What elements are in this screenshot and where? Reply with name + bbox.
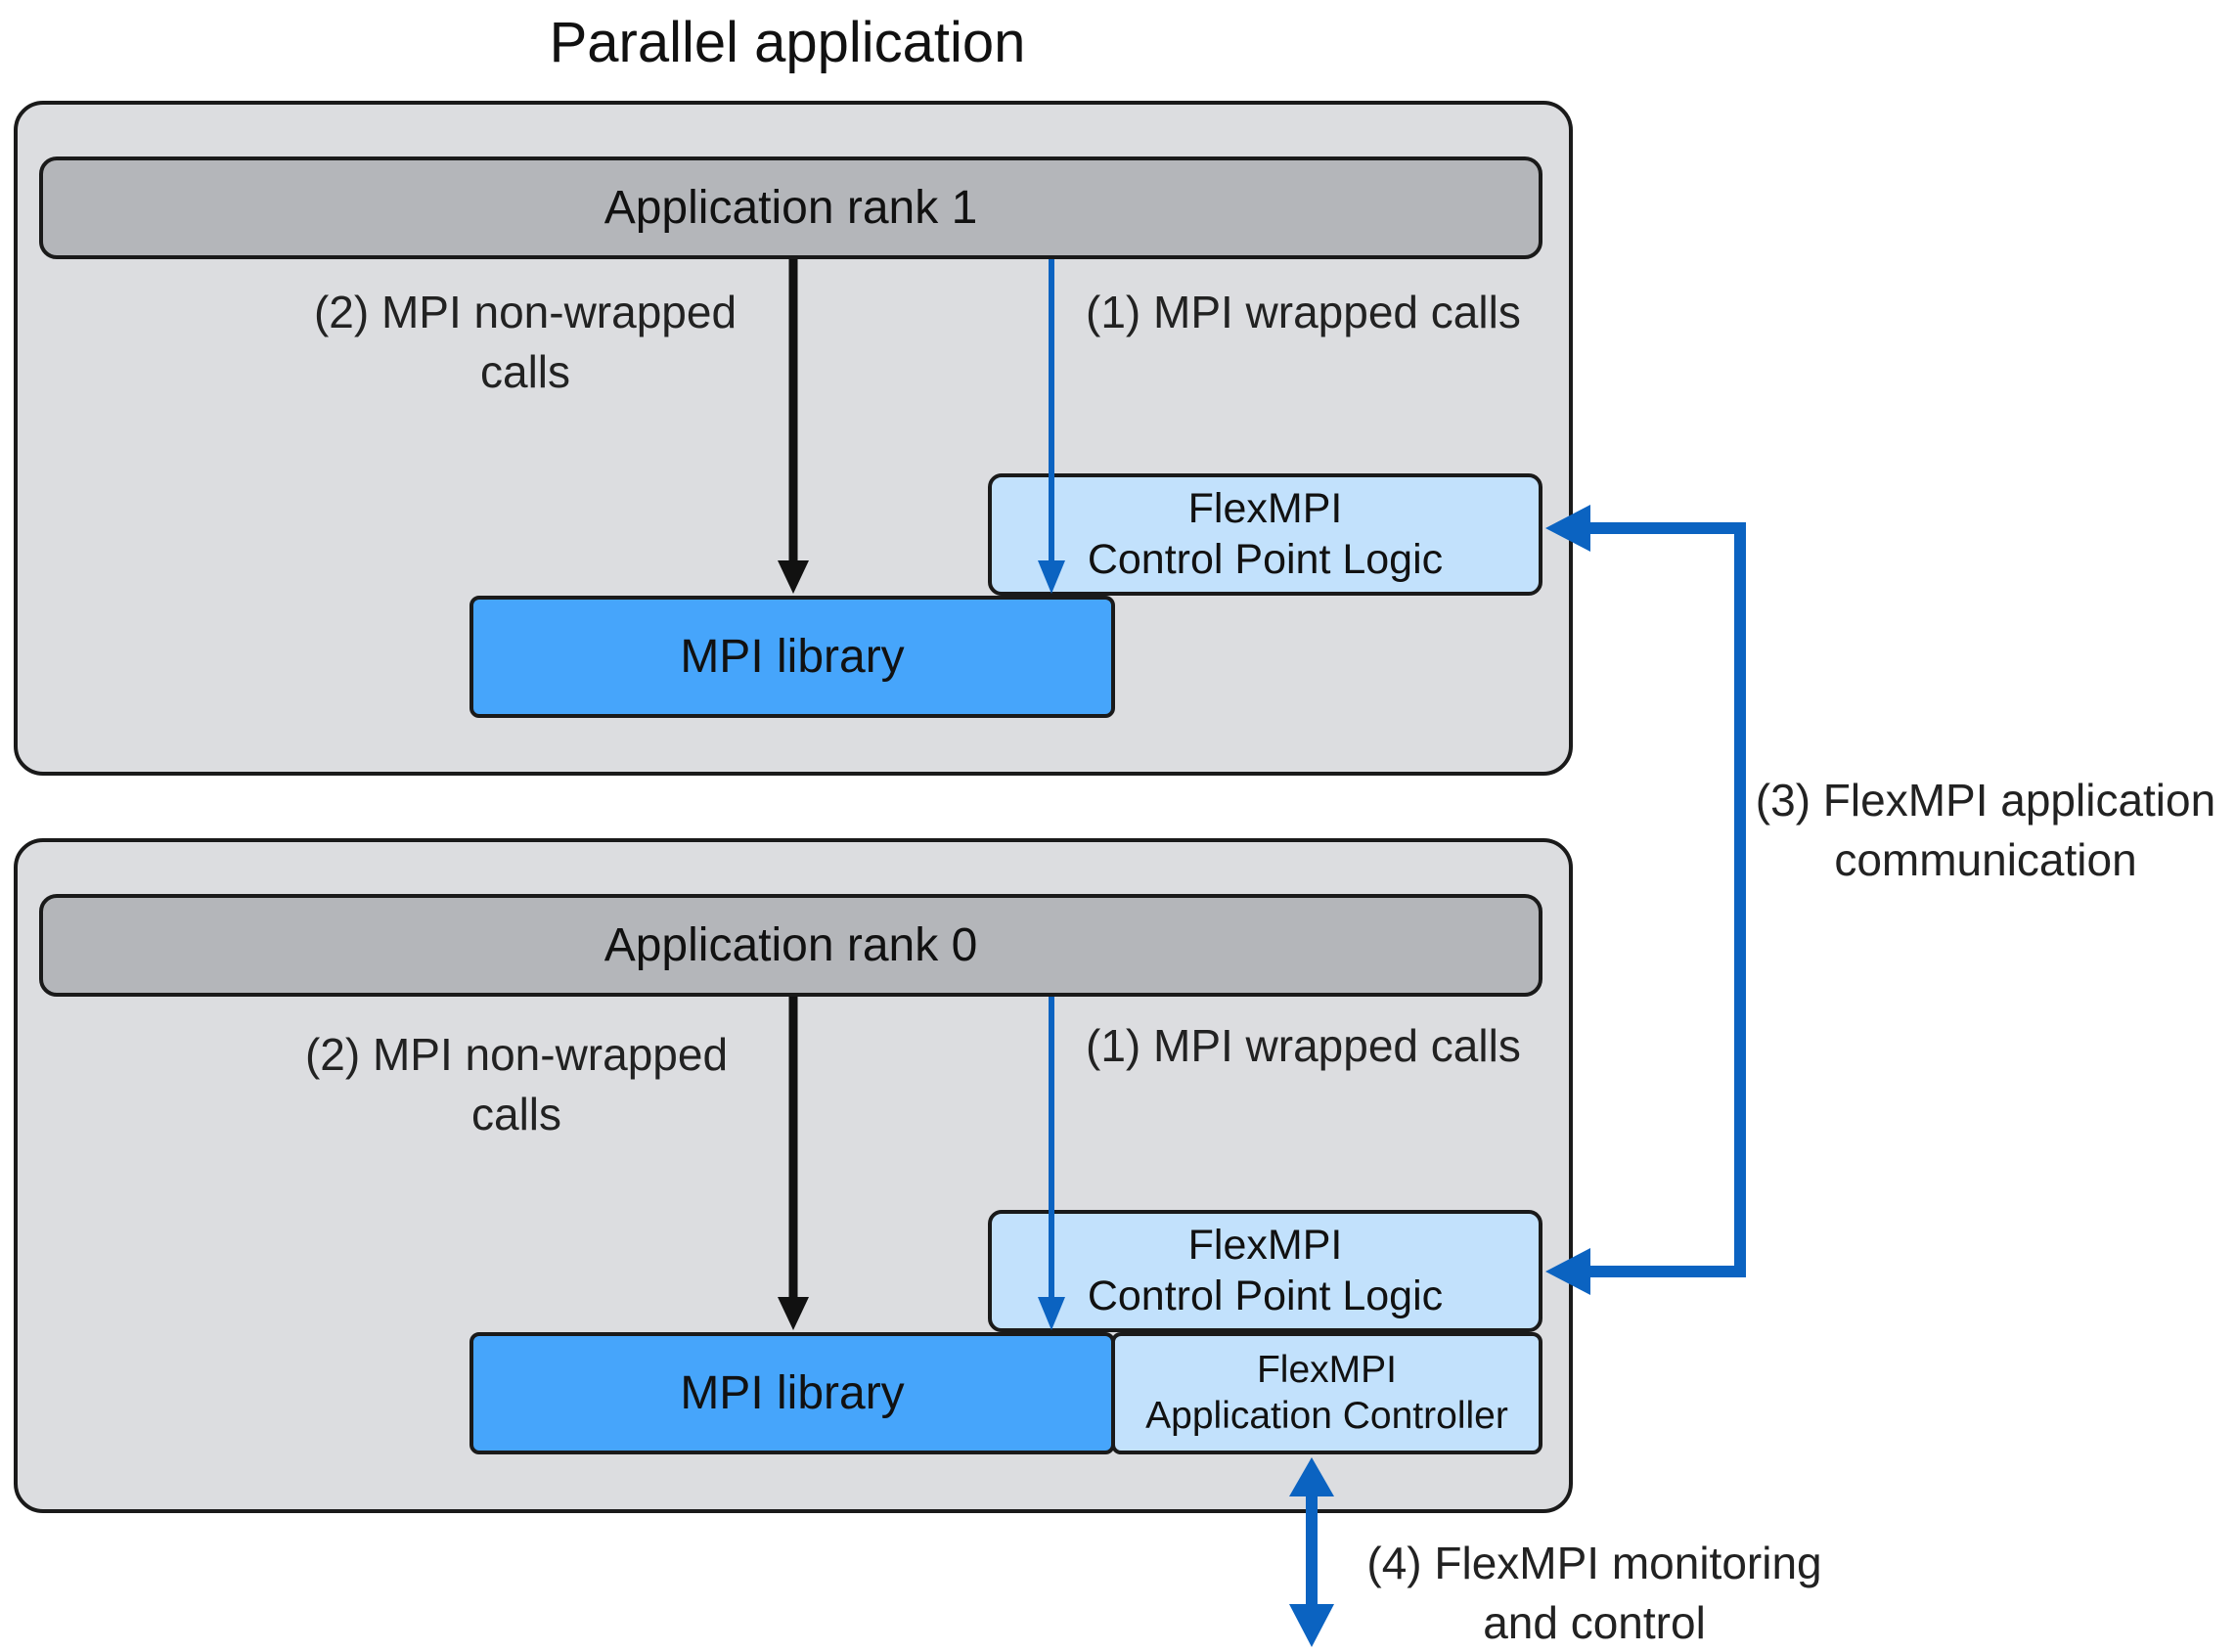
rank0-cpl-line1: FlexMPI [1187, 1221, 1343, 1269]
rank0-application-controller: FlexMPI Application Controller [1111, 1332, 1542, 1454]
rank0-non-wrapped-line2: calls [470, 1088, 562, 1139]
rank1-control-point-logic: FlexMPI Control Point Logic [988, 473, 1542, 596]
rank0-non-wrapped-label: (2) MPI non-wrapped calls [272, 1025, 761, 1143]
diagram-title: Parallel application [549, 11, 1026, 74]
monitoring-line1: (4) FlexMPI monitoring [1366, 1538, 1822, 1588]
communication-line2: communication [1834, 833, 2137, 885]
rank1-non-wrapped-label: (2) MPI non-wrapped calls [281, 283, 770, 401]
communication-label: (3) FlexMPI application communication [1751, 771, 2220, 889]
monitoring-label: (4) FlexMPI monitoring and control [1355, 1534, 1834, 1652]
rank1-cpl-line1: FlexMPI [1187, 484, 1343, 532]
rank0-controller-line1: FlexMPI [1256, 1348, 1397, 1391]
monitoring-line2: and control [1483, 1596, 1706, 1648]
communication-connector [1587, 522, 1746, 1277]
rank1-bar: Application rank 1 [39, 156, 1542, 259]
rank0-bar: Application rank 0 [39, 894, 1542, 997]
rank0-label: Application rank 0 [603, 919, 978, 971]
rank1-label: Application rank 1 [603, 182, 978, 234]
rank0-cpl-line2: Control Point Logic [1087, 1272, 1444, 1319]
rank1-mpi-library: MPI library [469, 596, 1115, 718]
monitoring-arrow-head-down [1289, 1604, 1334, 1647]
rank0-mpi-library: MPI library [469, 1332, 1115, 1454]
rank0-wrapped-label: (1) MPI wrapped calls [1086, 1020, 1521, 1071]
rank1-non-wrapped-line2: calls [479, 345, 571, 397]
rank0-control-point-logic: FlexMPI Control Point Logic [988, 1210, 1542, 1332]
rank1-mpi-library-label: MPI library [680, 631, 905, 683]
rank1-non-wrapped-line1: (2) MPI non-wrapped [313, 287, 738, 337]
rank0-mpi-library-label: MPI library [680, 1367, 905, 1419]
rank1-wrapped-label: (1) MPI wrapped calls [1086, 287, 1521, 337]
communication-line1: (3) FlexMPI application [1755, 775, 2216, 826]
rank1-cpl-line2: Control Point Logic [1087, 535, 1444, 583]
rank0-non-wrapped-line1: (2) MPI non-wrapped [304, 1029, 729, 1080]
rank0-controller-line2: Application Controller [1145, 1394, 1508, 1437]
